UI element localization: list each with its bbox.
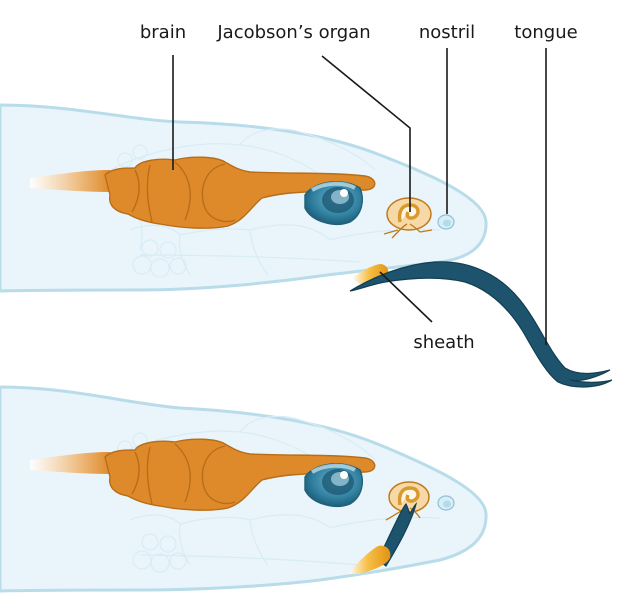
- label-group-nostril: nostril: [419, 22, 475, 214]
- brain-fold-4: [174, 161, 191, 221]
- spinal-cord: [30, 170, 110, 192]
- brain-fold-b4: [174, 443, 191, 503]
- label-group-tongue: tongue: [514, 22, 578, 345]
- tongue-sheath-bottom: [348, 545, 391, 574]
- eye-bottom: [304, 463, 363, 508]
- brain-fold-2: [131, 169, 140, 213]
- brain-fold-b1: [146, 446, 153, 505]
- nostril-bottom: [437, 495, 455, 511]
- jacobsons-organ-bottom: [385, 481, 430, 521]
- head-scales: [109, 128, 441, 278]
- label-nostril: nostril: [419, 22, 475, 43]
- spinal-cord-bottom: [30, 452, 110, 474]
- top-snake-head: [0, 103, 613, 388]
- nostril-top: [437, 214, 455, 230]
- label-sheath: sheath: [413, 332, 474, 353]
- leader-sheath: [379, 271, 433, 323]
- eye: [304, 181, 363, 226]
- label-group-brain: brain: [140, 22, 186, 170]
- brain-fold-3: [201, 163, 236, 223]
- brain-fold-b3: [201, 445, 236, 505]
- jacobsons-organ-top: [383, 197, 433, 239]
- label-brain: brain: [140, 22, 186, 43]
- label-tongue: tongue: [514, 22, 577, 43]
- bottom-snake-head: [0, 385, 488, 593]
- brain-shape-bottom: [104, 438, 376, 511]
- label-group-sheath: sheath: [379, 271, 475, 353]
- forked-tongue: [349, 261, 613, 388]
- leader-jacobsons-organ: [321, 55, 411, 212]
- label-jacobsons-organ: Jacobson’s organ: [216, 22, 370, 43]
- label-group-jacobsons-organ: Jacobson’s organ: [216, 22, 411, 212]
- brain-fold-b2: [131, 451, 140, 495]
- brain-fold-1: [146, 164, 153, 223]
- brain-shape: [104, 156, 376, 229]
- mouth-line-bottom: [139, 554, 361, 566]
